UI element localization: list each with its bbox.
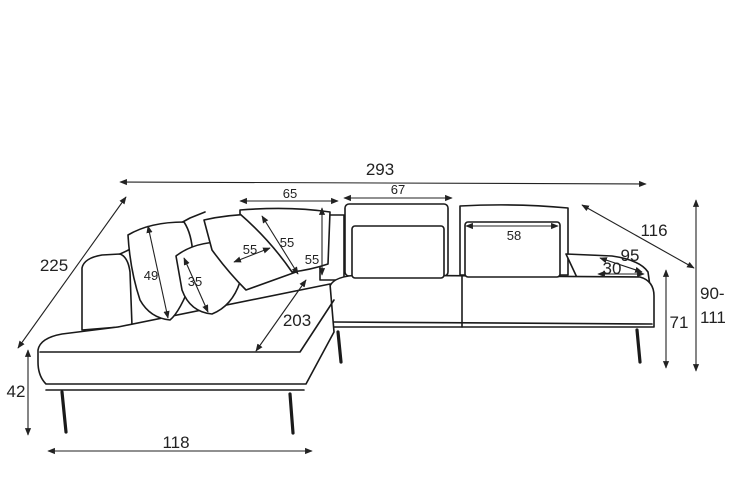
dim-right-depth: 116 bbox=[640, 221, 667, 240]
dim-line-pillow-55-h bbox=[261, 215, 299, 275]
dim-line-pillow-49 bbox=[146, 225, 170, 319]
dim-arm-width: 30 bbox=[603, 259, 622, 278]
cushion-front-left bbox=[351, 225, 445, 279]
dimension-lines bbox=[17, 178, 700, 455]
dim-total-width: 293 bbox=[366, 160, 394, 179]
sofa-illustration bbox=[37, 203, 655, 435]
dim-line-left-depth bbox=[17, 196, 127, 349]
right-base-rail bbox=[333, 321, 653, 325]
dim-arm-depth: 95 bbox=[621, 246, 640, 265]
dim-seat-back-right: 67 bbox=[391, 182, 405, 197]
leg-1 bbox=[60, 390, 68, 434]
dim-height-a: 90- bbox=[700, 284, 725, 303]
dim-seat-height: 42 bbox=[7, 382, 26, 401]
dim-arm-height: 71 bbox=[670, 313, 689, 332]
leg-2 bbox=[288, 392, 295, 435]
dim-chaise-length: 203 bbox=[283, 311, 311, 330]
dim-left-depth: 225 bbox=[40, 256, 68, 275]
dimension-labels: 293 225 65 67 116 90- 111 71 95 30 58 55… bbox=[7, 160, 726, 452]
dim-line-total-width bbox=[119, 178, 647, 188]
dim-pillow-55-h: 55 bbox=[280, 235, 294, 250]
dim-pillow-55-w: 55 bbox=[243, 242, 257, 257]
dim-chaise-width: 118 bbox=[162, 433, 189, 452]
dim-pillow-49: 49 bbox=[144, 268, 158, 283]
dim-line-chaise-length bbox=[255, 279, 307, 352]
dim-line-right-depth bbox=[581, 204, 695, 269]
dim-seat-back-left: 65 bbox=[283, 186, 297, 201]
dim-cushion-58: 58 bbox=[507, 228, 521, 243]
dim-pillow-35: 35 bbox=[188, 274, 202, 289]
left-back-panel bbox=[81, 253, 133, 331]
right-seat bbox=[329, 274, 655, 328]
chaise-top-edge bbox=[39, 299, 335, 353]
dim-height-b: 111 bbox=[700, 308, 726, 327]
leg-4 bbox=[635, 328, 642, 364]
dim-line-arm-depth bbox=[599, 257, 643, 273]
cushion-58 bbox=[464, 221, 561, 278]
dim-pillow-55-side: 55 bbox=[305, 252, 319, 267]
dim-line-pillow-35 bbox=[183, 257, 209, 313]
leg-3 bbox=[336, 330, 343, 364]
